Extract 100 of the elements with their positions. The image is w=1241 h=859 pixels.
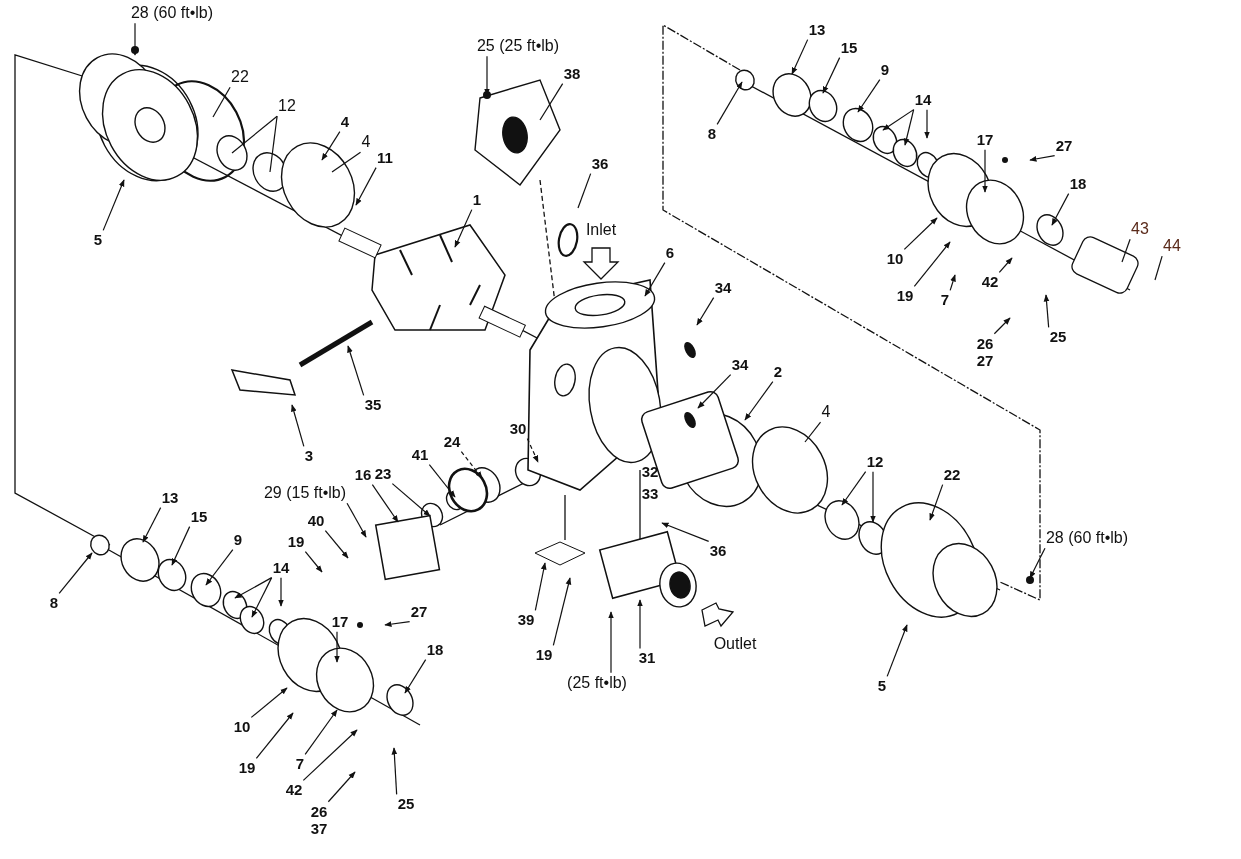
leader-line [697, 374, 732, 409]
callout-label: 1 [472, 191, 482, 209]
leader-line [331, 151, 362, 173]
leader-line [371, 484, 399, 523]
callout-label: 19 [535, 646, 553, 664]
callout-label: (25 ft•lb) [567, 673, 627, 693]
callout-label: 24 [443, 433, 461, 451]
leader-line [205, 549, 234, 586]
leader-line [327, 771, 356, 803]
leader-line [637, 599, 643, 649]
leader-line [234, 577, 273, 599]
callout-label: 25 (25 ft•lb) [476, 36, 560, 56]
callout-label: 15 [840, 39, 858, 57]
leader-line [857, 79, 881, 113]
callout-label: 28 (60 ft•lb) [1045, 528, 1129, 548]
callout-label: 37 [310, 820, 328, 838]
leader-line [534, 562, 547, 611]
leader-line [870, 471, 876, 523]
callout-label: 31 [638, 649, 656, 667]
leader-line [1029, 155, 1056, 162]
leader-line [1121, 238, 1131, 263]
callout-label: 9 [233, 531, 243, 549]
leader-line [404, 659, 427, 694]
leader-line [347, 345, 365, 396]
callout-label: 4 [361, 132, 371, 152]
callout-label: 8 [707, 125, 717, 143]
callout-label: 11 [377, 149, 393, 167]
leader-line [171, 526, 191, 566]
callout-label: 40 [307, 512, 325, 530]
callout-label: 10 [886, 250, 904, 268]
callout-label: 13 [808, 21, 826, 39]
callout-label: 26 [976, 334, 994, 352]
leader-line [822, 57, 841, 94]
callout-label: 3 [304, 447, 314, 465]
leader-line [804, 421, 822, 443]
leader-line [212, 86, 231, 118]
leader-line [346, 502, 367, 538]
callout-label: 12 [866, 453, 884, 471]
callout-label: 19 [896, 287, 914, 305]
callout-label: 17 [976, 131, 994, 149]
callout-label: 41 [411, 446, 429, 464]
callout-label: 17 [331, 613, 349, 631]
callout-label: 29 (15 ft•lb) [263, 483, 347, 503]
callout-label: 12 [278, 96, 296, 116]
leader-line [102, 179, 125, 231]
leader-line [1029, 547, 1046, 579]
callout-label: 35 [364, 396, 382, 414]
callout-label: 42 [981, 273, 999, 291]
leader-line [142, 507, 162, 543]
callout-label: 30 [509, 420, 527, 438]
leader-line [1154, 255, 1163, 281]
callout-label: 5 [877, 677, 887, 695]
callout-label: 44 [1163, 236, 1181, 256]
leader-line [58, 552, 93, 594]
callout-label: 10 [233, 718, 251, 736]
callout-label: 18 [426, 641, 444, 659]
callout-label: 9 [880, 61, 890, 79]
callout-label: 2 [773, 363, 783, 381]
leader-line [929, 484, 944, 521]
leader-line [608, 611, 614, 674]
callout-label: 38 [563, 65, 581, 83]
leader-line [924, 109, 930, 139]
callout-label: 19 [287, 533, 305, 551]
leader-line [334, 631, 340, 663]
leader-line [841, 471, 867, 506]
leader-line [903, 217, 938, 250]
leader-line [291, 404, 305, 447]
callout-label: 39 [517, 611, 535, 629]
leader-line [255, 712, 294, 759]
callout-label: 15 [190, 508, 208, 526]
callout-label: 4 [821, 402, 831, 422]
leader-line [644, 262, 666, 297]
callout-label: 22 [943, 466, 961, 484]
leader-line [278, 577, 284, 607]
leader-line [269, 115, 278, 173]
part-label: Outlet [713, 635, 757, 653]
leader-line [882, 109, 915, 131]
callout-label: 16 [354, 466, 372, 484]
part-label: 33 [641, 484, 659, 502]
leader-line [539, 83, 564, 121]
leader-line [1043, 294, 1050, 328]
callout-label: 27 [1055, 137, 1073, 155]
callout-label: 28 (60 ft•lb) [130, 3, 214, 23]
leader-line [791, 39, 809, 75]
leader-line [744, 381, 774, 421]
callout-label: 13 [161, 489, 179, 507]
leader-line [304, 709, 338, 755]
leader-line [251, 577, 273, 618]
callout-label: 43 [1131, 219, 1149, 239]
leader-line [454, 209, 473, 248]
callout-label: 42 [285, 781, 303, 799]
callout-label: 36 [591, 155, 609, 173]
leader-line [304, 551, 323, 573]
callout-label: 4 [340, 113, 350, 131]
callout-label: 36 [709, 542, 727, 560]
leader-line [302, 729, 358, 781]
leader-line [355, 167, 377, 206]
callout-label: 18 [1069, 175, 1087, 193]
callout-label: 14 [914, 91, 932, 109]
leader-line [661, 522, 710, 542]
